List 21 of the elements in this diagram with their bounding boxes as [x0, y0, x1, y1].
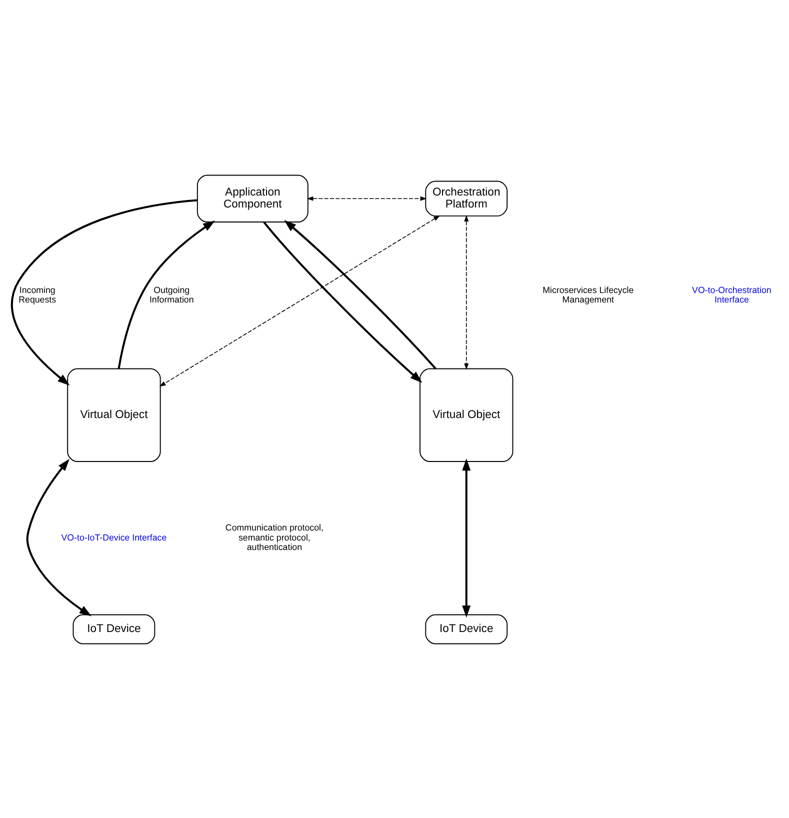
node-box: IoT Device [425, 614, 508, 644]
node-box: Virtual Object [67, 368, 161, 462]
node-box: Virtual Object [420, 368, 514, 462]
arrow [284, 220, 436, 369]
arrow [159, 214, 440, 386]
label: Microservices Lifecycle Management [542, 284, 634, 304]
arrow [462, 458, 471, 618]
edge-label: Outgoing Information [149, 284, 194, 304]
arrow [464, 214, 469, 370]
label: VO-to-Orchestration Interface [692, 284, 772, 304]
label: VO-to-IoT-Device Interface [61, 532, 167, 542]
arrow [11, 198, 198, 385]
arrow [263, 220, 422, 382]
node-box: IoT Device [72, 614, 156, 644]
arrow [118, 220, 216, 368]
node-box: Application Component [196, 174, 308, 222]
node-box: Orchestration Platform [425, 180, 508, 216]
edge-label: Incoming Requests [18, 284, 56, 304]
label: Communication protocol, semantic protocol, authentication [225, 522, 324, 552]
arrow [26, 458, 92, 616]
arrow [306, 196, 427, 200]
